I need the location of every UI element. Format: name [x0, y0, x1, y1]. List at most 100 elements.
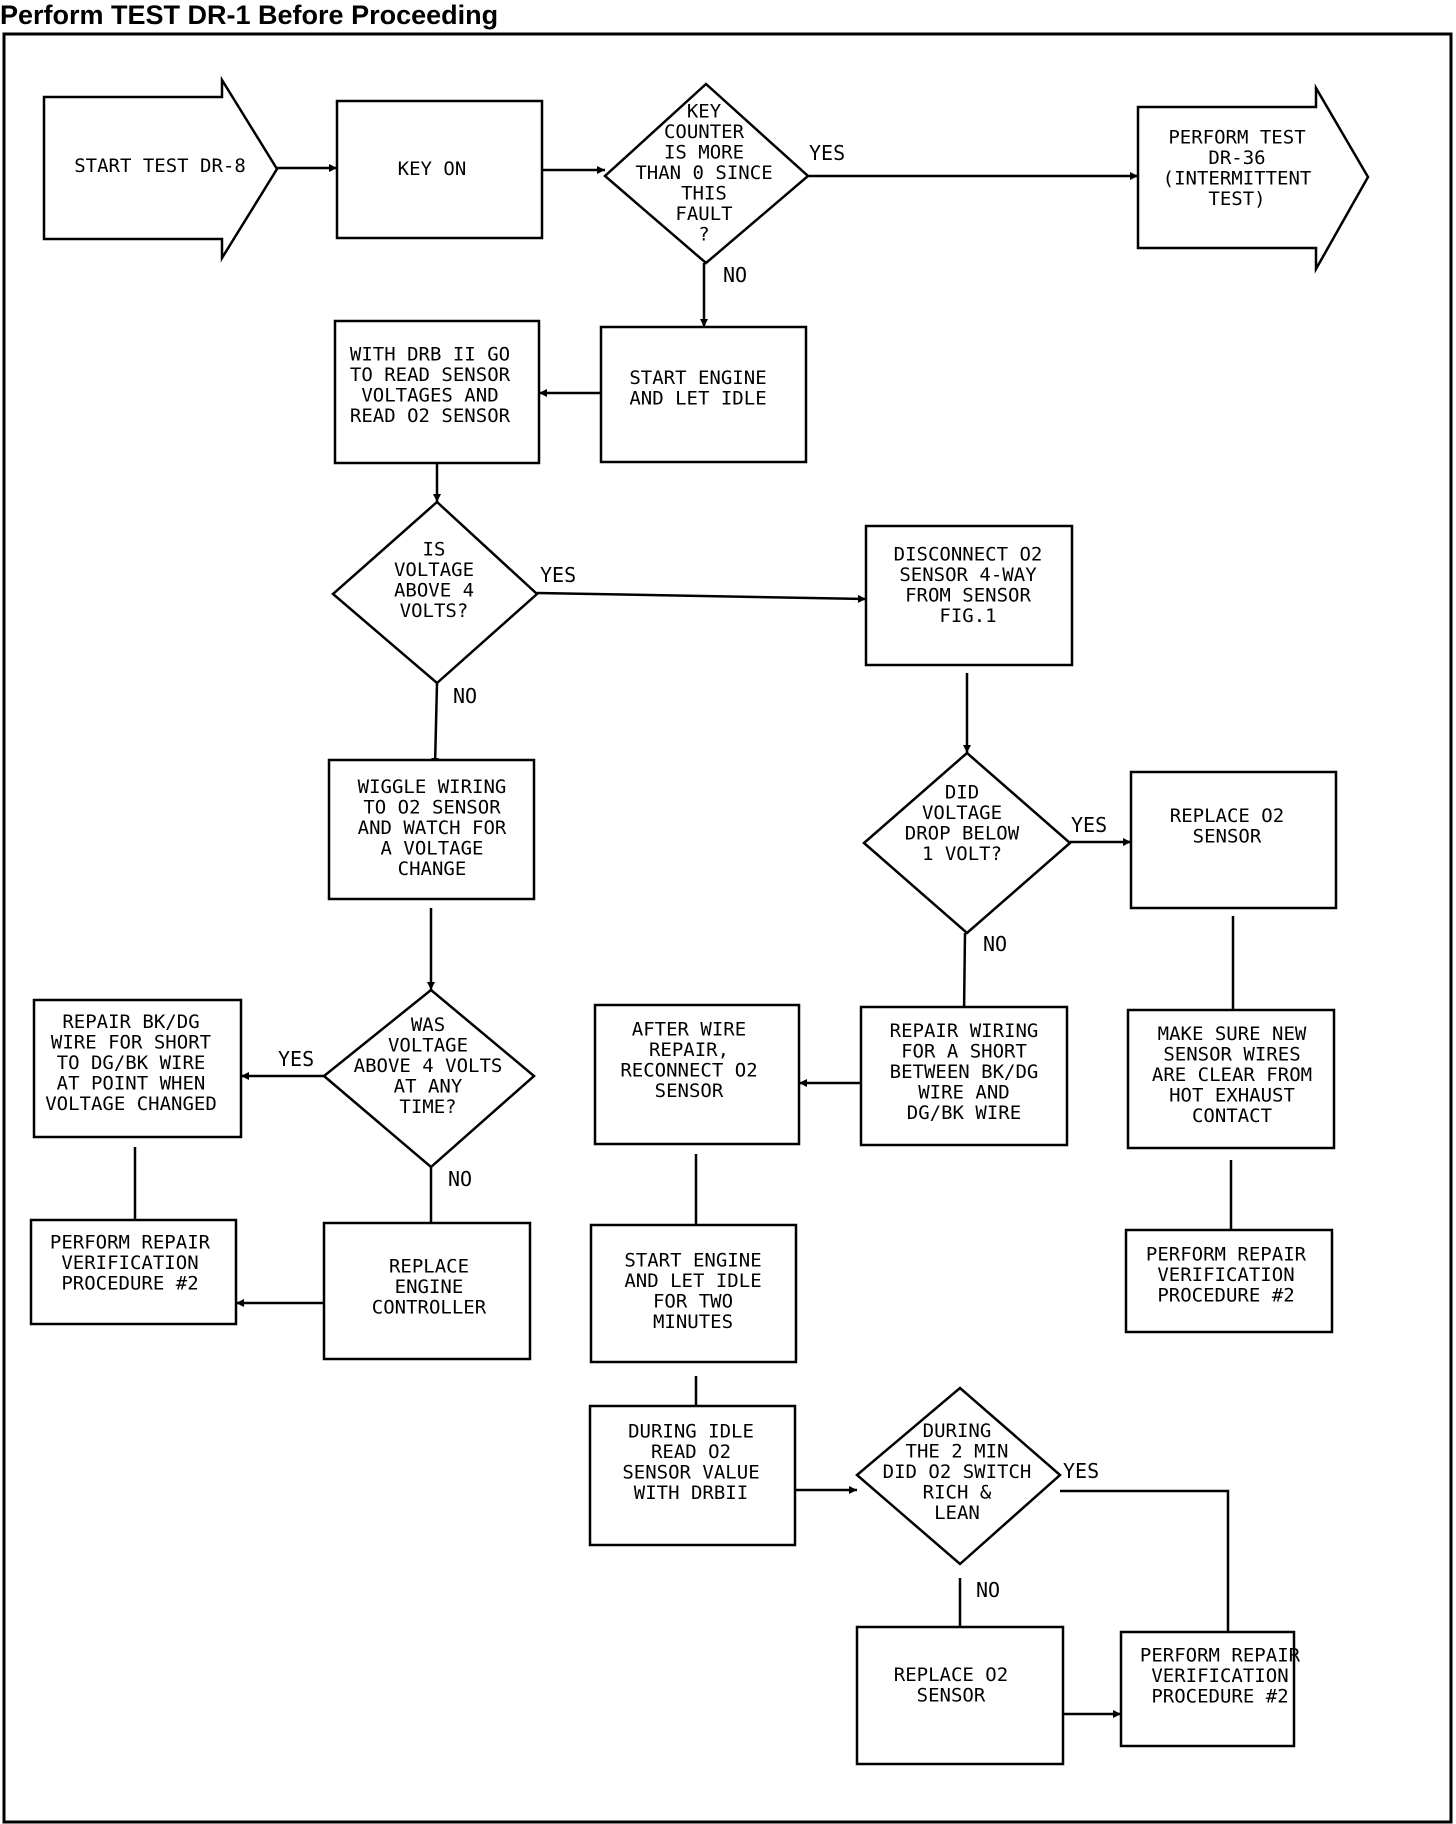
key-counter-line-7: ? [698, 224, 709, 246]
after-wire-repair-line-2: REPAIR, [649, 1039, 729, 1061]
wiggle-wiring-line-5: CHANGE [398, 858, 467, 880]
perform-dr36-line-3: (INTERMITTENT [1163, 167, 1312, 189]
drop-below-1-line-1: DID [945, 781, 979, 803]
drb-read-box [333, 319, 541, 465]
make-sure-wires-line-1: MAKE SURE NEW [1158, 1023, 1307, 1045]
prv-bottom-box [1119, 1630, 1296, 1748]
key-on-text: KEY ON [398, 158, 467, 180]
prv-right-line-3: PROCEDURE #2 [1157, 1285, 1294, 1307]
was-voltage-above-line-1: WAS [411, 1014, 445, 1036]
edge-voltage-yes [536, 591, 867, 603]
repair-bkdg-line-3: TO DG/BK WIRE [57, 1052, 206, 1074]
make-sure-wires-line-3: ARE CLEAR FROM [1152, 1064, 1312, 1086]
replace-controller-box [322, 1221, 532, 1361]
start-engine-idle-line-2: AND LET IDLE [629, 387, 766, 409]
drop-below-1-line-2: VOLTAGE [922, 802, 1002, 824]
key-counter-line-3: IS MORE [664, 142, 744, 164]
prv-left-box [29, 1218, 238, 1326]
replace-o2-b-line-1: REPLACE O2 [894, 1664, 1008, 1686]
repair-bkdg-line-2: WIRE FOR SHORT [51, 1032, 211, 1054]
switch-rich-lean-line-5: LEAN [934, 1502, 980, 1524]
start-arrow-text: START TEST DR-8 [74, 155, 246, 177]
wiggle-wiring-box [327, 758, 536, 901]
start-engine-two-min-line-2: AND LET IDLE [624, 1270, 761, 1292]
voltage-above-4-line-3: ABOVE 4 [394, 579, 474, 601]
after-wire-repair-line-3: RECONNECT O2 [620, 1059, 757, 1081]
edges [131, 164, 1237, 1718]
edge-switch-yes [1060, 1489, 1232, 1644]
wiggle-wiring-line-3: AND WATCH FOR [358, 817, 507, 839]
switch-rich-lean-line-2: THE 2 MIN [906, 1441, 1009, 1463]
was-voltage-above-line-2: VOLTAGE [388, 1035, 468, 1057]
repair-bkdg-line-1: REPAIR BK/DG [62, 1011, 199, 1033]
drb-read-line-1: WITH DRB II GO [350, 343, 510, 365]
label-counter-yes: YES [809, 141, 845, 165]
repair-wiring-short-line-2: FOR A SHORT [901, 1041, 1027, 1063]
repair-bkdg-line-4: AT POINT WHEN [57, 1073, 206, 1095]
prv-right-line-2: VERIFICATION [1157, 1264, 1294, 1286]
drb-read-line-4: READ O2 SENSOR [350, 405, 511, 427]
label-voltage-yes: YES [540, 563, 576, 587]
start-engine-two-min-line-4: MINUTES [653, 1311, 733, 1333]
label-switch-yes: YES [1063, 1459, 1099, 1483]
perform-dr36-line-1: PERFORM TEST [1168, 126, 1305, 148]
edge-voltage-no [431, 682, 440, 767]
during-idle-read-line-2: READ O2 [651, 1441, 731, 1463]
diagram-frame [2, 32, 1453, 1824]
replace-controller-line-2: ENGINE [395, 1276, 464, 1298]
key-counter-line-1: KEY [687, 101, 722, 123]
replace-controller-line-1: REPLACE [389, 1256, 469, 1278]
voltage-above-4-line-4: VOLTS? [400, 600, 469, 622]
repair-bkdg-line-5: VOLTAGE CHANGED [45, 1093, 217, 1115]
disconnect-o2-box [864, 524, 1074, 667]
start-engine-two-min-line-1: START ENGINE [624, 1249, 761, 1271]
prv-bottom-line-3: PROCEDURE #2 [1151, 1686, 1288, 1708]
drop-below-1-decision [862, 751, 1072, 935]
prv-bottom-line-2: VERIFICATION [1151, 1665, 1288, 1687]
replace-o2-b-line-2: SENSOR [917, 1684, 986, 1706]
replace-o2-a-line-1: REPLACE O2 [1170, 805, 1284, 827]
replace-o2-a-line-2: SENSOR [1193, 825, 1262, 847]
label-voltage-no: NO [453, 684, 477, 708]
start-arrow-node [42, 75, 279, 263]
switch-rich-lean-line-3: DID O2 SWITCH [883, 1461, 1032, 1483]
voltage-above-4-decision [331, 500, 539, 685]
switch-rich-lean-decision [855, 1386, 1062, 1566]
during-idle-read-line-4: WITH DRBII [634, 1482, 748, 1504]
start-engine-idle-box [599, 325, 808, 464]
was-voltage-above-line-3: ABOVE 4 VOLTS [354, 1055, 503, 1077]
repair-wiring-short-line-5: DG/BK WIRE [907, 1102, 1021, 1124]
voltage-above-4-line-1: IS [423, 538, 446, 560]
label-drop-no: NO [983, 932, 1007, 956]
prv-bottom-line-1: PERFORM REPAIR [1140, 1645, 1301, 1667]
start-engine-two-min-box [589, 1223, 798, 1364]
start-line-1: START TEST DR-8 [74, 155, 246, 177]
prv-right-line-1: PERFORM REPAIR [1146, 1244, 1307, 1266]
during-idle-read-line-3: SENSOR VALUE [622, 1461, 759, 1483]
switch-rich-lean-line-1: DURING [923, 1420, 992, 1442]
perform-dr36-arrow-node [1136, 83, 1370, 274]
was-voltage-above-line-4: AT ANY [394, 1076, 463, 1098]
label-counter-no: NO [723, 263, 747, 287]
wiggle-wiring-line-2: TO O2 SENSOR [363, 797, 501, 819]
label-was-no: NO [448, 1167, 472, 1191]
label-was-yes: YES [278, 1047, 314, 1071]
switch-rich-lean-line-4: RICH & [923, 1482, 992, 1504]
edge-drop-no [960, 932, 969, 1015]
drb-read-line-3: VOLTAGES AND [361, 384, 498, 406]
wiggle-wiring-line-1: WIGGLE WIRING [358, 776, 507, 798]
perform-dr36-line-2: DR-36 [1208, 147, 1265, 169]
prv-left-line-2: VERIFICATION [61, 1252, 198, 1274]
